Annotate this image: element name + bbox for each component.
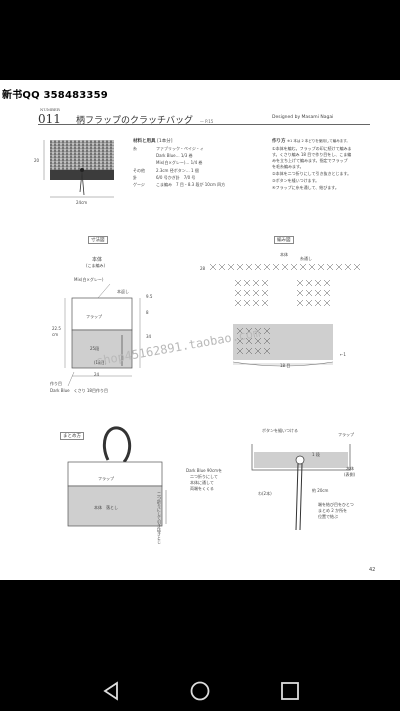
size-dim-b: 8 (146, 310, 149, 315)
step-line-4: ②本体を二つ折りにして引き抜きとじます。 (272, 171, 352, 176)
finish-button-label: ボタンを縫いつける (262, 428, 298, 433)
back-icon[interactable] (100, 680, 122, 702)
finish-loop-label: 1 段 (312, 452, 320, 457)
finish-fold-label: 二つ折りにして引き抜きとじ (157, 492, 162, 544)
finish-flap-label2: フラップ (338, 432, 354, 437)
knot-note-2: まとめ 2 か所を (318, 508, 348, 513)
finish-loop-label2: わ(2本) (258, 491, 272, 496)
section-finishing: まとめ方 (60, 432, 84, 440)
photo-dim-h: 20 (34, 158, 40, 163)
mat-val-5: こま編み 7 目・8.3 段が 10cm 四方 (156, 182, 226, 187)
finish-right-diagram (251, 444, 351, 531)
pattern-number: NUMBER 011 (38, 107, 61, 126)
number-label: NUMBER (40, 107, 60, 112)
chart-chain-base (232, 361, 334, 367)
mat-key-0: 糸 (133, 146, 137, 151)
chart-top-row (209, 263, 361, 271)
finish-left-diagram (67, 426, 167, 527)
size-start-label: 作り目 (50, 381, 62, 386)
chart-right-block (296, 279, 331, 307)
finish-body-label: 本体 落とし (94, 505, 118, 510)
size-h-unit: cm (52, 332, 59, 337)
pattern-title: 柄フラップのクラッチバッグ — P.15 (76, 113, 213, 126)
chart-body-rows (236, 327, 271, 355)
size-dim-c: 22.5 (52, 326, 61, 331)
mat-val-4: 6/0 号かぎ針 7/0 号 (156, 175, 196, 180)
steps-heading: 作り方 ※1 本は 2 本どりを使用して編みます。 (272, 139, 350, 144)
step-line-0: ①本体を編む。フラップの印に続けて編みま (272, 146, 352, 151)
recents-icon[interactable] (279, 680, 301, 702)
finish-body-rect (67, 485, 163, 527)
size-flap-label: フラップ (86, 314, 102, 319)
chart-edge-label: 糸通し (300, 256, 312, 261)
size-foot-note: Dark Blue くさり 18目作り目 (50, 388, 108, 393)
finish-flap-label: フラップ (98, 476, 114, 481)
knot-note-1: 端を結び目をひとつ (318, 502, 354, 507)
status-bar-area (0, 0, 400, 80)
size-dim-f: 24 (94, 372, 100, 377)
size-bottom-w: (18目) (94, 360, 107, 365)
db-note-4: 両端をくくる (190, 486, 214, 491)
mix-pointer (97, 283, 111, 299)
size-dim-e: 25段 (90, 346, 100, 351)
finish-side-label: 本体 (346, 466, 354, 471)
header-rule (38, 124, 370, 125)
start-pointer (67, 371, 75, 387)
mat-val-2: Mix(白×グレー)… 1/4 巻 (156, 160, 203, 165)
chart-left-block (234, 279, 269, 307)
page-number: 42 (369, 567, 376, 573)
title-text: 柄フラップのクラッチバッグ (76, 116, 194, 126)
size-body-sub: (こま編み) (86, 263, 106, 268)
chart-left-mark: 28 (200, 266, 206, 271)
bag-flap-texture (50, 140, 114, 170)
size-body-label: 本体 (92, 257, 103, 263)
step-line-1: す。くさり編み 18 目で作り目をし、こま編 (272, 152, 352, 157)
bag-photo (43, 140, 114, 198)
bag-button (80, 168, 84, 172)
step-line-6: ④フラップに糸を通して、結びます。 (272, 185, 339, 190)
mat-val-0: ファブリック・ペイジ・ィ (156, 146, 204, 151)
tie-cord (295, 463, 303, 531)
mat-val-3: 2.3cm 径ボタン… 1 個 (156, 168, 199, 173)
step-line-3: を毛糸編みます。 (272, 164, 304, 169)
size-fold-label: 本返し (117, 289, 129, 294)
size-flap-rect (71, 297, 133, 331)
chart-body-label: 本体 (280, 252, 288, 257)
section-size-figure: 寸法図 (88, 236, 108, 244)
knot-note-3: 位置で結ぶ (318, 514, 338, 519)
photo-dim-w: 24cm (76, 200, 88, 205)
chart-bottom-label: 18 目 (280, 363, 291, 368)
finish-side-label2: (表側) (344, 472, 356, 477)
mat-key-3: その他 (133, 168, 145, 173)
materials-heading: 材料と用具 [1本分] (133, 139, 173, 144)
number-value: 011 (38, 112, 61, 126)
bag-tie (79, 171, 85, 196)
db-note-3: 本体に通して (190, 480, 214, 485)
finish-flap-rect (67, 461, 163, 487)
size-mix-label: Mix(白×グレー) (74, 277, 104, 282)
step-line-5: ③ボタンを縫いつけます。 (272, 178, 320, 183)
db-note-1: Dark Blue 90cmを (186, 468, 223, 473)
chart-right-mark: ←1 (340, 352, 346, 357)
size-diagram (64, 283, 141, 387)
crochet-chart (209, 263, 361, 367)
navigation-bar (0, 670, 400, 711)
qq-header-text: 新书QQ 358483359 (2, 90, 108, 101)
strap-loop (102, 426, 132, 463)
home-icon[interactable] (189, 680, 211, 702)
size-dim-d: 34 (146, 334, 152, 339)
section-chart: 編み図 (274, 236, 294, 244)
title-ref: — P.15 (199, 119, 214, 124)
db-note-2: 二つ折りにして (190, 474, 218, 479)
mat-key-4: 針 (133, 175, 137, 180)
finish-cm20: 約 20cm (312, 488, 329, 493)
mat-key-5: ゲージ (133, 182, 145, 187)
designer-credit: Designed by Masami Nagai (272, 115, 334, 120)
size-dim-a: 9.5 (146, 294, 153, 299)
button-icon (295, 455, 305, 465)
step-line-2: みを立ち上げて編みます。指定でフラップ (272, 158, 348, 163)
mat-val-1: Dark Blue… 1/3 巻 (156, 153, 193, 158)
